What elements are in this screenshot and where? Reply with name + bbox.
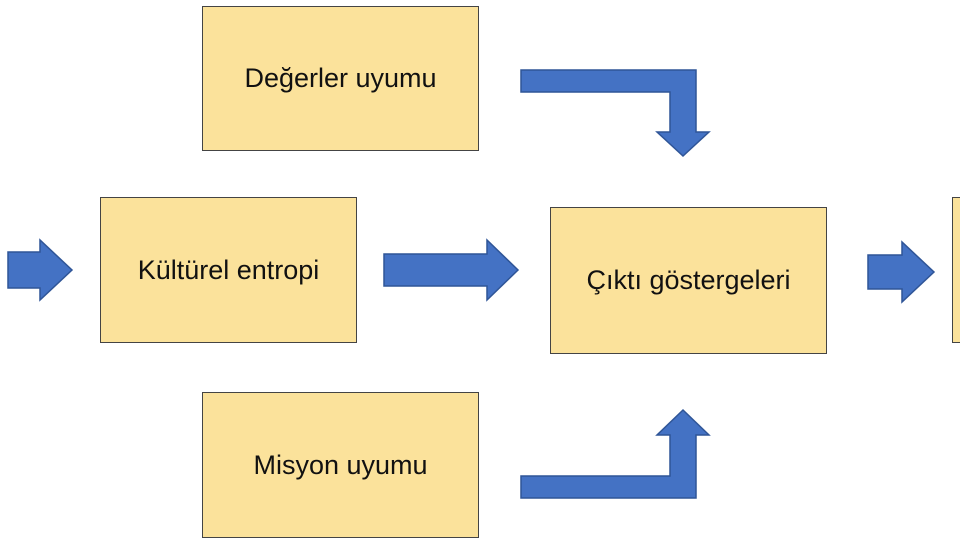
incoming-arrow: [7, 238, 74, 302]
arrow-entropy-to-output: [383, 238, 520, 302]
node-mission-alignment: Misyon uyumu: [202, 392, 479, 538]
node-cultural-entropy: Kültürel entropi: [100, 197, 357, 343]
node-label: Çıktı göstergeleri: [586, 265, 791, 295]
node-label: Kültürel entropi: [137, 254, 320, 285]
arrow-output-to-next: [867, 240, 936, 304]
node-output-indicators: Çıktı göstergeleri: [550, 207, 827, 354]
arrow-mission-to-output: [520, 408, 711, 499]
node-label: Misyon uyumu: [253, 449, 428, 480]
node-next-step: [952, 197, 960, 343]
node-values-alignment: Değerler uyumu: [202, 6, 479, 151]
arrow-values-to-output: [520, 69, 711, 158]
node-label: Değerler uyumu: [244, 63, 437, 93]
